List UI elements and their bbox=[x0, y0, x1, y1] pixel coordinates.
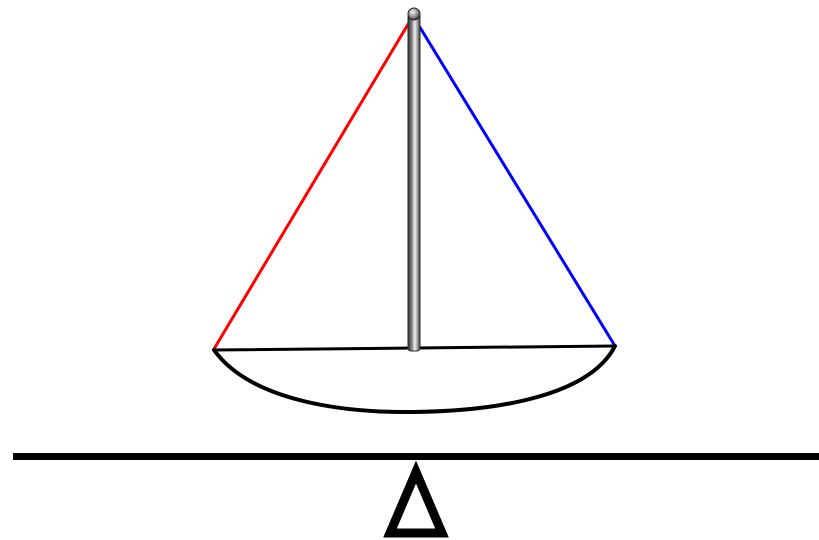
mast-cap bbox=[407, 7, 421, 21]
left-stay-line bbox=[212, 14, 415, 351]
right-stay-line bbox=[411, 14, 617, 348]
hull-curve bbox=[212, 344, 617, 415]
fulcrum-triangle bbox=[383, 460, 449, 538]
mast bbox=[407, 13, 421, 352]
baseline-beam bbox=[13, 453, 819, 460]
